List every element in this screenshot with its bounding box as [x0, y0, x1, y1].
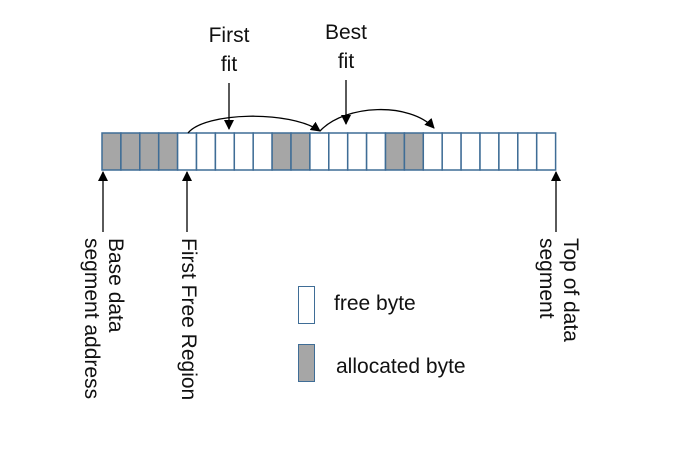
best-fit-label-line1: Best: [324, 21, 368, 44]
allocated-byte-cell: [384, 132, 406, 171]
top-of-data-segment-line2: segment: [535, 238, 558, 319]
free-byte-cell: [214, 132, 236, 171]
allocated-byte-cell: [403, 132, 425, 171]
free-byte-cell: [328, 132, 349, 171]
free-byte-cell: [309, 132, 330, 171]
first-free-region-text: First Free Region: [177, 238, 200, 401]
first-fit-arc: [187, 115, 321, 134]
first-fit-label: First fit: [196, 21, 262, 79]
allocated-byte-cell: [157, 132, 179, 171]
best-fit-label: Best fit: [313, 18, 379, 76]
free-byte-cell: [233, 132, 254, 171]
free-byte-cell: [252, 132, 273, 171]
allocated-byte-cell: [120, 132, 141, 171]
legend-allocated-label: allocated byte: [336, 355, 466, 378]
free-byte-cell: [460, 132, 481, 171]
free-byte-cell: [365, 132, 387, 171]
free-byte-cell: [498, 132, 519, 171]
top-of-data-segment-line1: Top of data: [559, 238, 582, 342]
best-fit-arc: [319, 108, 435, 132]
top-of-data-segment-label: Top of data segment: [534, 238, 582, 342]
best-fit-label-line2: fit: [337, 50, 355, 73]
free-byte-cell: [479, 132, 500, 171]
free-byte-cell: [535, 132, 557, 171]
base-data-segment-line1: Base data: [104, 238, 127, 333]
legend-free-label: free byte: [334, 292, 416, 315]
base-data-segment-label: Base data segment address: [79, 238, 127, 399]
first-free-region-label: First Free Region: [176, 238, 200, 400]
free-byte-cell: [346, 132, 368, 171]
allocated-byte-cell: [139, 132, 160, 171]
first-fit-label-line2: fit: [220, 53, 238, 76]
legend-allocated-swatch: [298, 344, 315, 382]
byte-cells: [101, 132, 557, 171]
free-byte-cell: [517, 132, 538, 171]
first-fit-label-line1: First: [208, 24, 250, 47]
base-data-segment-line2: segment address: [80, 238, 103, 400]
free-byte-cell: [195, 132, 217, 171]
allocated-byte-cell: [101, 132, 122, 171]
free-byte-cell: [441, 132, 462, 171]
allocated-byte-cell: [290, 132, 311, 171]
legend-free-swatch: [298, 286, 315, 324]
allocated-byte-cell: [271, 132, 292, 171]
free-byte-cell: [176, 132, 198, 171]
free-byte-cell: [422, 132, 443, 171]
